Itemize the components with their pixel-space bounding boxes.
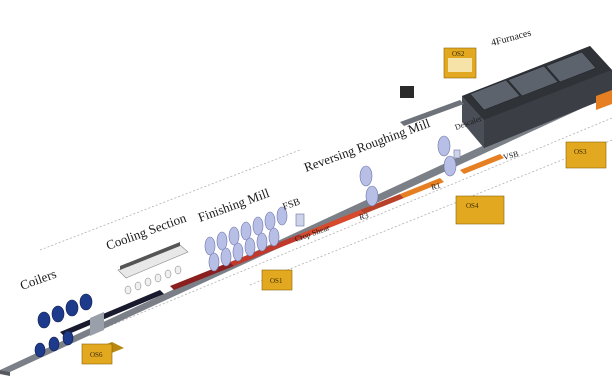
coilers-label: Coilers [18, 266, 58, 293]
furnaces-label: 4Furnaces [490, 28, 533, 49]
crop-shear [296, 214, 304, 226]
operator-station-os6: OS6 [82, 342, 124, 364]
os4-label: OS4 [466, 202, 479, 210]
os1-label: OS1 [270, 277, 283, 285]
r3-label: R3 [358, 211, 369, 222]
furnaces [400, 46, 612, 148]
operator-station-os4: OS4 [456, 196, 504, 224]
operator-station-os1: OS1 [262, 270, 292, 290]
fsb-label: FSB [281, 196, 302, 213]
operator-station-os2: OS2 [444, 48, 476, 78]
operator-station-os3: OS3 [566, 142, 606, 168]
os6-label: OS6 [90, 351, 103, 359]
os3-label: OS3 [574, 148, 587, 156]
roughing-stand-r3 [360, 166, 378, 206]
vsb-label: VSB [502, 149, 519, 162]
os2-label: OS2 [452, 50, 465, 58]
